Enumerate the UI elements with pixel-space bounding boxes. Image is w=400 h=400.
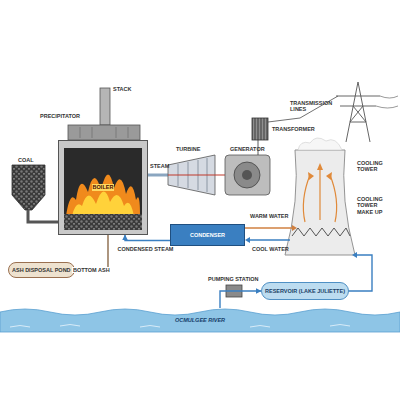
pipe-label: CONDENSED STEAM	[117, 246, 175, 252]
tower-plume	[298, 138, 342, 150]
part-label: TURBINE	[176, 146, 200, 152]
generator	[225, 155, 270, 195]
part-label: TRANSMISSION LINES	[290, 100, 332, 113]
transmission-tower	[336, 82, 398, 142]
make-up-pipe	[348, 255, 372, 291]
airflow-arrows	[303, 163, 336, 222]
part-label: PUMPING STATION	[208, 276, 259, 282]
part-label: GENERATOR	[230, 146, 265, 152]
node-text: ASH DISPOSAL POND	[12, 267, 71, 273]
node-text: RESERVOIR (LAKE JULIETTE)	[265, 288, 345, 294]
transformer	[252, 118, 268, 140]
node-text: BOILER	[92, 184, 115, 190]
node-text: CONDENSER	[190, 232, 225, 238]
pipe-connector	[220, 291, 261, 308]
coal-chute	[28, 210, 58, 222]
flames-inner	[72, 191, 134, 216]
pipe-label: BOTTOM ASH	[72, 267, 111, 273]
part-label: COOL WATER	[252, 246, 289, 252]
transmission-wire	[268, 96, 338, 122]
river-band: OCMULGEE RIVER	[0, 308, 400, 332]
part-label: PRECIPITATOR	[40, 113, 80, 119]
coal-bed	[64, 214, 142, 230]
condenser-box: CONDENSER	[170, 224, 245, 246]
firebox	[64, 148, 142, 230]
part-label: COAL	[18, 157, 34, 163]
steam-pipe	[148, 174, 168, 177]
part-label: COOLING TOWER	[357, 160, 395, 173]
precipitator	[68, 125, 140, 140]
warm-water-pipe	[245, 227, 292, 229]
pipe-connector	[75, 235, 108, 270]
stack	[100, 88, 110, 125]
pipe-connector	[125, 235, 170, 241]
cooling-tower	[285, 150, 355, 255]
river-waves	[10, 325, 350, 328]
part-label: STACK	[113, 86, 132, 92]
part-label: COOLING TOWER MAKE UP	[357, 196, 395, 215]
flames	[66, 174, 140, 216]
ash-pond: ASH DISPOSAL POND	[8, 262, 75, 278]
coal-hopper	[12, 165, 45, 210]
cool-water-pipe	[250, 239, 290, 241]
boiler-box: BOILER	[58, 140, 148, 235]
shaft	[168, 174, 225, 175]
fill-pack	[292, 228, 350, 236]
river-band	[0, 309, 400, 332]
part-label: WARM WATER	[250, 213, 288, 219]
node-text: OCMULGEE RIVER	[175, 317, 225, 323]
boiler-housing	[58, 140, 148, 235]
part-label: STEAM	[150, 163, 169, 169]
reservoir-shape: RESERVOIR (LAKE JULIETTE)	[261, 282, 349, 300]
part-label: TRANSFORMER	[272, 126, 315, 132]
